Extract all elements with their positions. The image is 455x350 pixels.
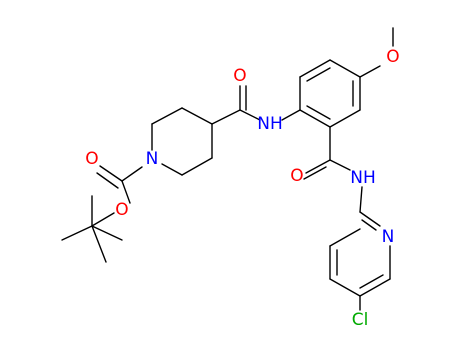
- bond-tbu-methyl-1: [61, 225, 93, 241]
- bond-benz-c5-c6: [329, 109, 361, 128]
- bond-carbamate-co-a: [99, 165, 123, 182]
- bond-carbamate-co-b: [96, 172, 119, 189]
- bond-pip-c6-n: [161, 163, 183, 176]
- bond-aryl-methoxy-o: [359, 65, 381, 78]
- bonds: [61, 27, 394, 311]
- atom-oxygen-amide1: O: [233, 66, 246, 86]
- bond-pyr-c3-c2: [329, 228, 361, 247]
- bond-amide2-co-b: [303, 166, 327, 180]
- atom-nh-amide2: NH: [350, 168, 376, 188]
- bond-pip-amide-c: [211, 109, 241, 125]
- bond-pyr-c5-c4: [329, 278, 361, 297]
- bond-benz-c2-c3: [299, 59, 331, 78]
- atom-labels: O NH O N O O O NH N Cl: [85, 47, 399, 330]
- bond-pip-c2-c3: [151, 107, 183, 125]
- bond-amide1-cn: [239, 109, 261, 121]
- bond-pyr-c6-c5-inner: [359, 274, 384, 289]
- bond-amide2-cn: [329, 159, 351, 171]
- bond-pyr-c6-c5: [359, 278, 391, 297]
- bond-tbu-ester-o: [91, 212, 115, 227]
- atom-nitrogen-pyridine: N: [382, 227, 395, 247]
- bond-tbu-quaternary: [91, 225, 107, 263]
- atom-nh-amide1: NH: [257, 114, 283, 134]
- bond-pip-c5-c6: [181, 157, 213, 176]
- bond-benz-c6-c1-inner: [306, 105, 331, 120]
- bond-pyr-c2-n1-inner: [361, 219, 377, 231]
- bond-pyr-c2-n1: [359, 211, 381, 227]
- bond-benz-c6-c1: [299, 109, 331, 128]
- bond-pip-c3-c4: [181, 107, 213, 125]
- bond-ester-o-carbonyl: [121, 180, 131, 204]
- bond-amide2-co-a: [305, 159, 331, 174]
- bond-benz-c3-c4: [329, 59, 361, 78]
- atom-oxygen-methoxy: O: [386, 47, 399, 67]
- atom-oxygen-carbamate-ester: O: [115, 200, 128, 220]
- atom-oxygen-amide2: O: [290, 166, 303, 186]
- atom-nitrogen-piperidine: N: [146, 149, 159, 169]
- bond-nh-pyridine: [359, 186, 363, 213]
- atom-oxygen-carbamate-carbonyl: O: [85, 149, 98, 169]
- bond-nh-aryl: [281, 109, 301, 121]
- atom-chlorine: Cl: [352, 310, 369, 330]
- bond-benz-c2-c3-inner: [306, 67, 331, 82]
- bond-carbamate-n: [121, 166, 143, 182]
- bond-tbu-methyl-2: [91, 225, 123, 241]
